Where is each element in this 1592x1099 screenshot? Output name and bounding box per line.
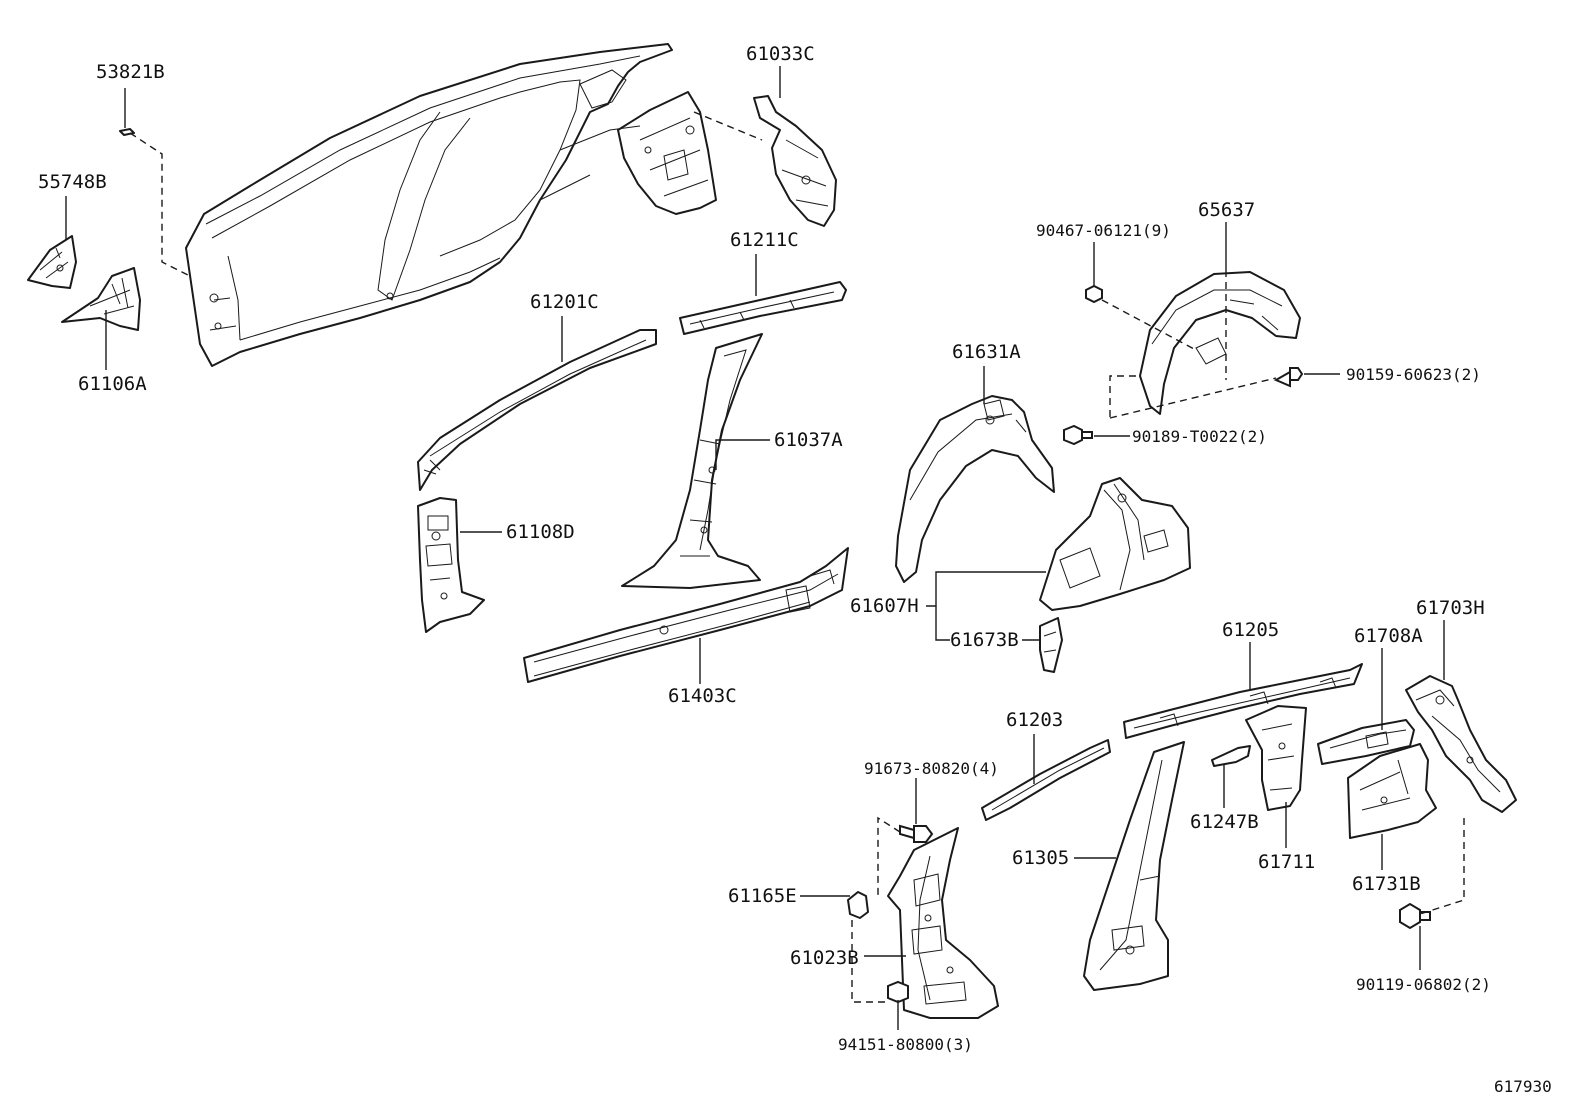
part-61165E-clip — [847, 891, 869, 919]
callout-61165E: 61165E — [728, 885, 797, 907]
callout-61731B: 61731B — [1352, 873, 1421, 895]
fastener-91673-bolt — [899, 824, 934, 843]
leader-lines — [65, 66, 1465, 1030]
part-61247B-bracket — [1211, 745, 1251, 767]
part-61631A-inner-panel — [895, 395, 1055, 583]
part-61673B-bracket — [1039, 617, 1063, 673]
part-61731B-quarter-inner — [1347, 743, 1437, 839]
part-61205-roof-rail-inner — [1123, 663, 1363, 739]
callout-61631A: 61631A — [952, 341, 1021, 363]
callout-61305: 61305 — [1012, 847, 1069, 869]
callout-61203: 61203 — [1006, 709, 1063, 731]
part-61211C-rail — [679, 281, 847, 335]
diagram-id: 617930 — [1494, 1077, 1552, 1096]
callout-labels: 53821B 55748B 61106A 61033C 61211C 61201… — [38, 43, 1552, 1096]
callout-61607H: 61607H — [850, 595, 919, 617]
callout-61201C: 61201C — [530, 291, 599, 313]
part-61607H-wheelhouse-inner — [1039, 477, 1191, 611]
callout-61673B: 61673B — [950, 629, 1019, 651]
callout-61023B: 61023B — [790, 947, 859, 969]
part-61203-rail — [981, 739, 1111, 821]
callout-90467: 90467-06121(9) — [1036, 221, 1171, 240]
callout-90119: 90119-06802(2) — [1356, 975, 1491, 994]
callout-61703H: 61703H — [1416, 597, 1485, 619]
fastener-94151-nut — [887, 980, 909, 1004]
part-61106A-bracket — [61, 267, 141, 331]
part-61403C-rocker — [523, 547, 849, 683]
part-61108D-front-pillar — [417, 497, 485, 633]
part-61201C-roof-rail — [417, 329, 657, 491]
part-61708A-bracket — [1317, 719, 1415, 765]
callout-61211C: 61211C — [730, 229, 799, 251]
fastener-90119-bolt — [1399, 902, 1431, 930]
part-61703H-quarter-inner — [1405, 675, 1517, 813]
fastener-90467-nut — [1085, 284, 1103, 304]
fastener-90159-bolt — [1273, 367, 1304, 388]
part-55748B-bracket — [27, 235, 77, 289]
callout-61403C: 61403C — [668, 685, 737, 707]
part-body-side-outer-panel — [185, 43, 673, 367]
callout-53821B: 53821B — [96, 61, 165, 83]
part-53821B-clip — [119, 128, 135, 136]
part-61033C-extension — [753, 95, 837, 227]
callout-61037A: 61037A — [774, 429, 843, 451]
part-rear-quarter-inner — [617, 91, 717, 215]
callout-61033C: 61033C — [746, 43, 815, 65]
callout-55748B: 55748B — [38, 171, 107, 193]
callout-90159: 90159-60623(2) — [1346, 365, 1481, 384]
part-61037A-center-pillar — [621, 333, 763, 589]
callout-90189: 90189-T0022(2) — [1132, 427, 1267, 446]
callout-94151: 94151-80800(3) — [838, 1035, 973, 1054]
fastener-90189-clip — [1063, 424, 1093, 446]
part-61305-rear-pillar — [1083, 741, 1185, 991]
callout-65637: 65637 — [1198, 199, 1255, 221]
callout-61708A: 61708A — [1354, 625, 1423, 647]
callout-61108D: 61108D — [506, 521, 575, 543]
callout-61205: 61205 — [1222, 619, 1279, 641]
part-61711-pillar — [1245, 705, 1307, 811]
callout-61247B: 61247B — [1190, 811, 1259, 833]
callout-91673: 91673-80820(4) — [864, 759, 999, 778]
part-61023B-pillar-reinforcement — [887, 827, 999, 1019]
callout-61106A: 61106A — [78, 373, 147, 395]
callout-61711: 61711 — [1258, 851, 1315, 873]
part-65637-wheel-liner — [1139, 271, 1301, 415]
